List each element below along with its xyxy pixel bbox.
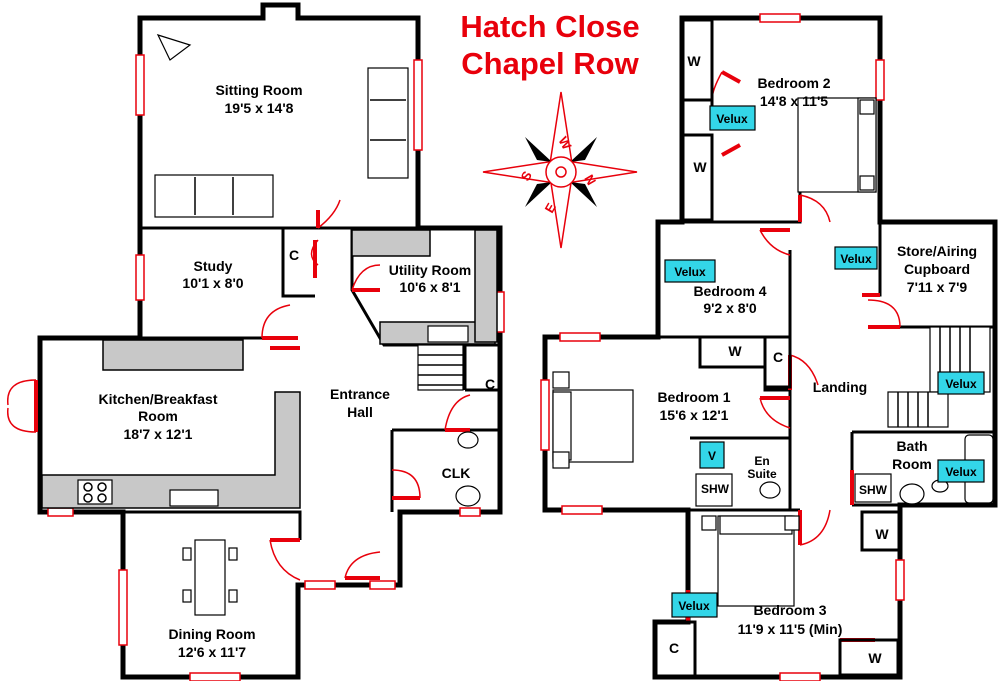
bathroom-label: Bath [896, 438, 927, 454]
kitchen-size: 18'7 x 12'1 [124, 426, 193, 442]
bedroom4-size: 9'2 x 8'0 [703, 300, 757, 316]
bedroom2-label: Bedroom 2 [757, 75, 830, 91]
entrance-hall-label-2: Hall [347, 404, 373, 420]
en-suite-v-label: V [708, 449, 716, 463]
stairs-ground [417, 344, 464, 391]
velux-bed4: Velux [674, 265, 706, 279]
first-floor: Velux Velux Velux Velux Velux Velux V W … [540, 13, 998, 681]
title-line-2: Chapel Row [461, 46, 639, 81]
bed3-cupboard-label: C [669, 640, 679, 656]
store-label-2: Cupboard [904, 261, 970, 277]
kitchen-label: Kitchen/Breakfast [98, 391, 217, 407]
bedroom3-label: Bedroom 3 [753, 602, 826, 618]
title-line-1: Hatch Close [460, 9, 639, 44]
bedroom3-size: 11'9 x 11'5 (Min) [738, 621, 843, 637]
study-label: Study [194, 258, 233, 274]
bed1-wardrobe-label: W [728, 343, 742, 359]
landing-label: Landing [813, 379, 867, 395]
velux-store: Velux [840, 252, 872, 266]
bedroom2-size: 14'8 x 11'5 [760, 93, 828, 109]
velux-bed2: Velux [716, 112, 748, 126]
velux-bed3: Velux [678, 599, 710, 613]
ground-floor: Sitting Room 19'5 x 14'8 Study 10'1 x 8'… [7, 2, 505, 681]
compass-rose: W N S E [482, 91, 638, 249]
en-suite-shower-label: SHW [701, 482, 730, 496]
bath-shower-label: SHW [859, 483, 888, 497]
kitchen-label-2: Room [138, 408, 178, 424]
bed2-lower-wardrobe-label: W [693, 159, 707, 175]
utility-room-size: 10'6 x 8'1 [399, 279, 460, 295]
utility-room-label: Utility Room [389, 262, 471, 278]
bed1-cupboard-label: C [773, 349, 783, 365]
bed2-wardrobe-label: W [687, 53, 701, 69]
sitting-room-size: 19'5 x 14'8 [225, 100, 294, 116]
dining-room-label: Dining Room [168, 626, 255, 642]
bedroom1-size: 15'6 x 12'1 [660, 407, 729, 423]
velux-bathroom: Velux [945, 465, 977, 479]
landing-wardrobe-label: W [875, 526, 889, 542]
en-suite-label: En [754, 454, 769, 468]
clk-label: CLK [442, 465, 471, 481]
dining-room-size: 12'6 x 11'7 [178, 644, 246, 660]
velux-landing: Velux [945, 377, 977, 391]
bed3-wardrobe-label: W [868, 650, 882, 666]
bathroom-label-2: Room [892, 456, 932, 472]
study-cupboard-label: C [289, 247, 299, 263]
en-suite-label-2: Suite [747, 467, 777, 481]
bedroom1-label: Bedroom 1 [657, 389, 730, 405]
bedroom4-label: Bedroom 4 [693, 283, 766, 299]
entrance-hall-label: Entrance [330, 386, 390, 402]
hall-cupboard-label: C [485, 376, 495, 392]
sitting-room-label: Sitting Room [215, 82, 302, 98]
store-label: Store/Airing [897, 243, 977, 259]
store-size: 7'11 x 7'9 [907, 279, 968, 295]
study-size: 10'1 x 8'0 [182, 275, 243, 291]
